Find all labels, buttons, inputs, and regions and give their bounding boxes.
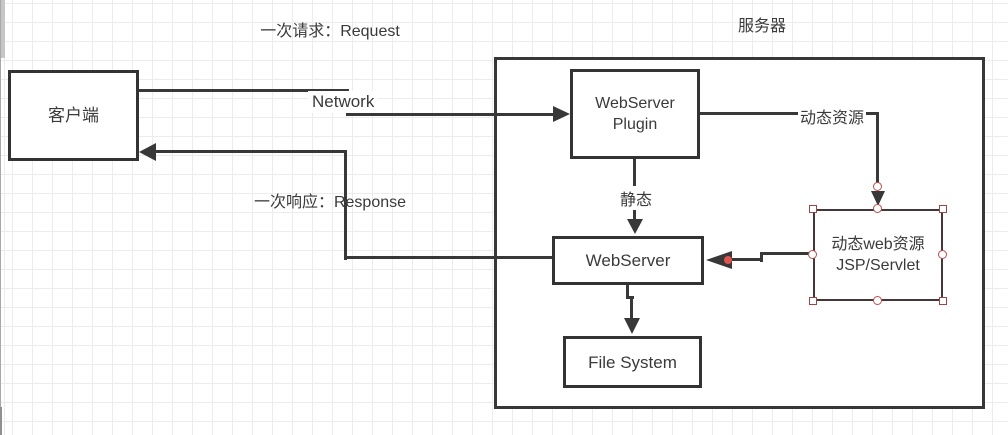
response-annotation[interactable]: 一次响应：Response — [253, 194, 407, 211]
webserver-plugin-shape[interactable]: WebServer Plugin — [570, 69, 700, 159]
jsp-servlet-shape-selected[interactable]: 动态web资源 JSP/Servlet — [813, 209, 943, 301]
vertical-scrollbar-thumb[interactable] — [1, 0, 5, 58]
jsp-servlet-label-line1: 动态web资源 — [831, 236, 925, 253]
jsp-to-webserver-connector[interactable] — [760, 252, 815, 255]
left-window-edge-bottom — [0, 407, 2, 435]
static-arrowhead-icon — [627, 219, 643, 234]
selection-handle-ne[interactable] — [939, 205, 947, 213]
filesystem-connector[interactable] — [630, 296, 633, 320]
request-annotation[interactable]: 一次请求：Request — [260, 23, 400, 40]
server-title[interactable]: 服务器 — [737, 18, 786, 35]
webserver-plugin-label-line2: Plugin — [612, 116, 658, 133]
connector-endpoint-dot[interactable] — [724, 256, 732, 264]
dynamic-resource-label[interactable]: 动态资源 — [798, 104, 867, 128]
network-label[interactable]: Network — [308, 91, 379, 113]
client-shape[interactable]: 客户端 — [8, 70, 139, 161]
file-system-shape[interactable]: File System — [563, 336, 702, 388]
dynamic-resource-arrowhead-icon — [871, 191, 885, 206]
jsp-to-webserver-arrowhead-icon — [706, 251, 732, 269]
response-connector[interactable] — [344, 256, 554, 259]
dynamic-resource-connector[interactable] — [700, 112, 879, 115]
filesystem-connector[interactable] — [626, 285, 629, 299]
request-connector[interactable] — [346, 113, 554, 116]
selection-handle-bottom[interactable] — [873, 296, 882, 305]
jsp-to-webserver-connector[interactable] — [731, 258, 763, 261]
selection-handle-sw[interactable] — [809, 297, 817, 305]
connector-endpoint-handle[interactable] — [873, 182, 882, 191]
webserver-label: WebServer — [585, 251, 671, 270]
selection-handle-top[interactable] — [873, 204, 882, 213]
static-label[interactable]: 静态 — [612, 186, 660, 210]
file-system-label: File System — [588, 352, 677, 372]
selection-handle-right[interactable] — [938, 250, 947, 259]
response-connector-bend[interactable] — [344, 150, 347, 260]
response-arrowhead-icon — [139, 143, 156, 161]
request-arrowhead-icon — [553, 106, 570, 122]
webserver-plugin-label-line1: WebServer — [595, 95, 675, 112]
request-connector[interactable] — [139, 89, 349, 92]
webserver-shape[interactable]: WebServer — [552, 236, 704, 285]
selection-handle-nw[interactable] — [809, 205, 817, 213]
client-label: 客户端 — [48, 106, 99, 125]
filesystem-arrowhead-icon — [624, 318, 640, 334]
selection-handle-se[interactable] — [939, 297, 947, 305]
selection-handle-left[interactable] — [808, 250, 817, 259]
response-connector[interactable] — [154, 150, 347, 153]
jsp-servlet-label-line2: JSP/Servlet — [836, 257, 920, 274]
left-window-edge — [0, 0, 1, 435]
dynamic-resource-connector-bend[interactable] — [876, 112, 879, 183]
jsp-to-webserver-connector-bend[interactable] — [760, 252, 763, 262]
